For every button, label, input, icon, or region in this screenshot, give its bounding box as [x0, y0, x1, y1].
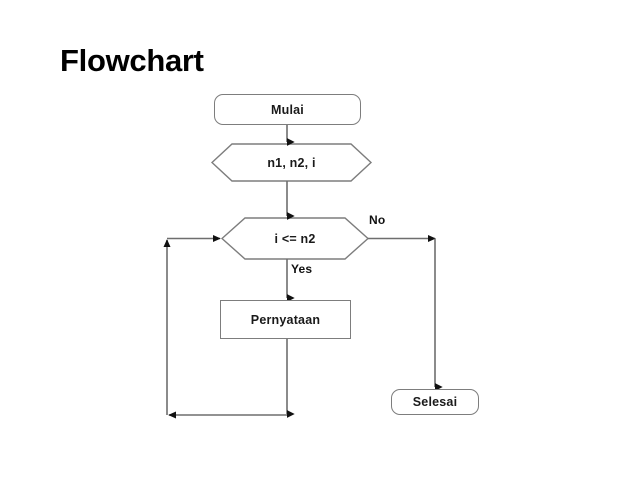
node-selesai-label: Selesai: [412, 395, 458, 409]
node-decision[interactable]: i <= n2: [222, 218, 368, 259]
node-input-label: n1, n2, i: [267, 155, 316, 170]
node-decision-label: i <= n2: [274, 231, 316, 246]
node-selesai[interactable]: Selesai: [391, 389, 479, 415]
node-pernyataan[interactable]: Pernyataan: [220, 300, 351, 339]
node-pernyataan-label: Pernyataan: [250, 312, 321, 327]
edge-label-yes: Yes: [291, 262, 313, 276]
node-mulai-label: Mulai: [271, 102, 304, 117]
edge-label-no: No: [369, 213, 386, 227]
page-title: Flowchart: [60, 43, 204, 78]
input-hexagon-shape: [210, 143, 373, 182]
node-input[interactable]: n1, n2, i: [212, 144, 371, 181]
node-mulai[interactable]: Mulai: [214, 94, 361, 125]
